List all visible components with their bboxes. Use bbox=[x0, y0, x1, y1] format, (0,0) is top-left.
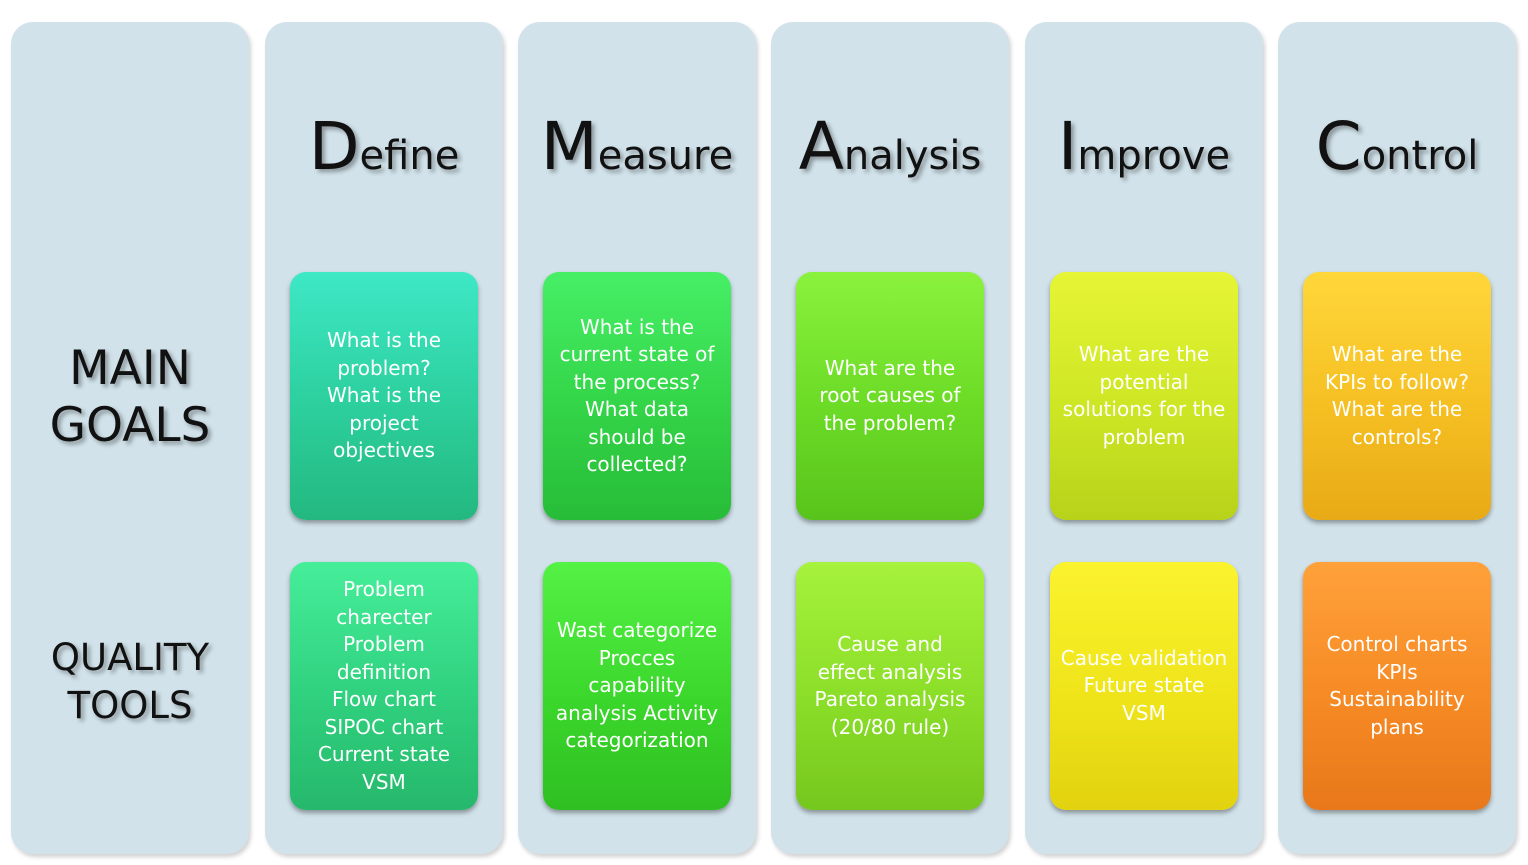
goal-box-define: What is the problem? What is the project… bbox=[290, 272, 478, 520]
phase-column-measure: Measure What is the current state of the… bbox=[518, 22, 756, 854]
phase-column-improve: Improve What are the potential solutions… bbox=[1025, 22, 1263, 854]
tools-box-analysis: Cause and effect analysis Pareto analysi… bbox=[796, 562, 984, 810]
goal-box-measure: What is the current state of the process… bbox=[543, 272, 731, 520]
row-labels-column: MAIN GOALS QUALITY TOOLS bbox=[11, 22, 249, 854]
goal-box-improve: What are the potential solutions for the… bbox=[1050, 272, 1238, 520]
tools-box-control: Control charts KPIs Sustainability plans bbox=[1303, 562, 1491, 810]
phase-title-analysis: Analysis bbox=[798, 108, 982, 185]
phase-title-improve: Improve bbox=[1057, 108, 1231, 185]
phase-title-control: Control bbox=[1315, 108, 1479, 185]
phase-title-measure: Measure bbox=[540, 108, 734, 185]
phase-column-analysis: Analysis What are the root causes of the… bbox=[771, 22, 1009, 854]
main-goals-label: MAIN GOALS bbox=[49, 341, 211, 454]
goal-box-analysis: What are the root causes of the problem? bbox=[796, 272, 984, 520]
goal-box-control: What are the KPIs to follow? What are th… bbox=[1303, 272, 1491, 520]
quality-tools-label: QUALITY TOOLS bbox=[50, 636, 210, 728]
phase-title-define: Define bbox=[308, 108, 460, 185]
tools-box-measure: Wast categorize Procces capability analy… bbox=[543, 562, 731, 810]
phase-column-define: Define What is the problem? What is the … bbox=[265, 22, 503, 854]
tools-box-define: Problem charecter Problem definition Flo… bbox=[290, 562, 478, 810]
tools-box-improve: Cause validation Future state VSM bbox=[1050, 562, 1238, 810]
phase-column-control: Control What are the KPIs to follow? Wha… bbox=[1278, 22, 1516, 854]
